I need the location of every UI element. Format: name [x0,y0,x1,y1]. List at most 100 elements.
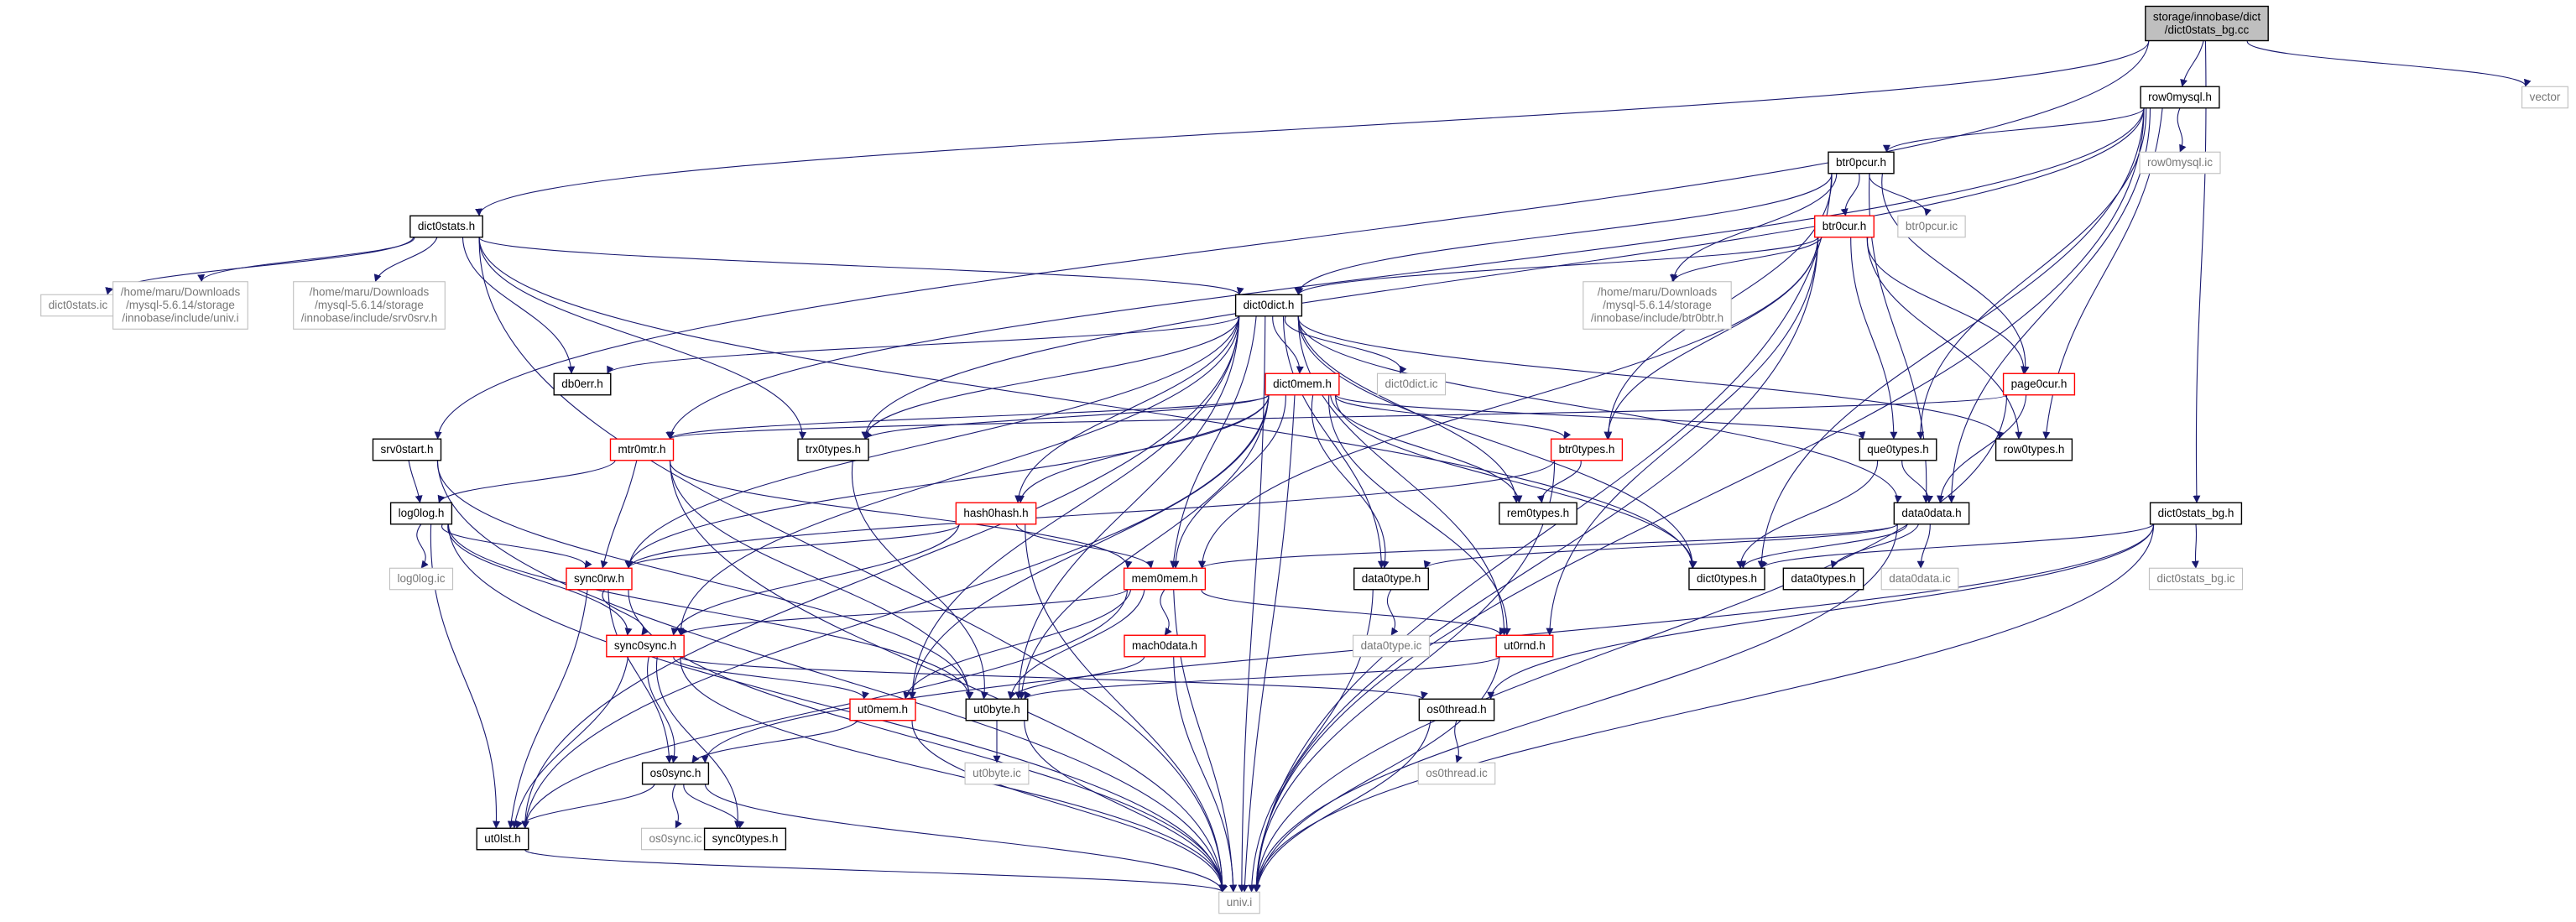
node-label: os0sync.h [650,767,701,779]
node-box [1353,634,1430,658]
node-label: data0data.ic [1889,572,1951,585]
node-ut0mem-h[interactable]: ut0mem.h [849,698,916,721]
node-label: ut0mem.h [858,703,908,716]
node-mem0mem-h[interactable]: mem0mem.h [1123,567,1207,591]
node-data0data-h[interactable]: data0data.h [1893,502,1970,525]
node-dict0stats-bg-h[interactable]: dict0stats_bg.h [2149,502,2243,525]
edge-dict0mem-h-to-trx0types-h [864,394,1270,440]
edge-root-to-srv0start-h [434,40,2150,440]
node-btr0pcur-h[interactable]: btr0pcur.h [1828,151,1895,175]
node-box [955,502,1037,525]
node-ut0lst-h[interactable]: ut0lst.h [476,827,529,851]
node-root[interactable]: storage/innobase/dict/dict0stats_bg.cc [2145,5,2269,42]
node-ut0byte-h[interactable]: ut0byte.h [965,698,1029,721]
edge-dict0dict-h-to-ut0rnd-h [1297,315,1509,636]
edge-btr0cur-h-to-btr0types-h [1603,237,1819,440]
node-label: os0thread.ic [1426,767,1488,779]
edge-root-to-vector [2246,40,2532,87]
node-label: os0thread.h [1426,703,1486,716]
node-row0mysql-h[interactable]: row0mysql.h [2140,86,2220,109]
edge-dict0dict-h-to-hash0hash-h [1014,315,1240,503]
node-univ-path: /home/maru/Downloads/mysql-5.6.14/storag… [112,281,248,330]
edge-log0log-h-to-sync0rw-h [441,524,592,569]
node-box [1550,438,1624,461]
edge-mtr0mtr-h-to-log0log-h [437,460,616,503]
node-row0types-h[interactable]: row0types.h [1995,438,2073,461]
edge-log0log-h-to-ut0byte-h [447,524,973,700]
node-que0types-h[interactable]: que0types.h [1859,438,1937,461]
node-os0thread-h[interactable]: os0thread.h [1418,698,1495,721]
edge-mem0mem-h-to-sync0sync-h [680,589,1129,636]
node-sync0types-h[interactable]: sync0types.h [703,827,787,851]
edge-page0cur-h-to-univ-i [1252,394,2008,893]
node-box [566,567,633,591]
node-box [1495,634,1554,658]
edge-os0thread-h-to-univ-i [1253,720,1431,893]
node-box [2145,5,2269,42]
node-log0log-h[interactable]: log0log.h [389,502,453,525]
node-hash0hash-h[interactable]: hash0hash.h [955,502,1037,525]
edge-btr0types-h-to-univ-i [1252,460,1556,893]
edge-sync0sync-h-to-os0sync-h [647,656,679,763]
node-dict0dict-h[interactable]: dict0dict.h [1234,294,1303,317]
edge-ut0lst-h-to-univ-i [524,849,1228,893]
node-mach0data-h[interactable]: mach0data.h [1124,634,1206,658]
edge-data0data-h-to-data0data-ic [1916,524,1931,569]
node-data0type-h[interactable]: data0type.h [1353,567,1429,591]
node-box [553,372,612,396]
edge-mtr0mtr-h-to-sync0rw-h [600,460,638,569]
node-box [2140,86,2220,109]
node-label: sync0rw.h [574,572,624,585]
node-label: dict0types.h [1697,572,1757,585]
node-srv0start-h[interactable]: srv0start.h [372,438,442,461]
edge-data0data-h-to-dict0types-h [1739,524,1908,569]
node-os0sync-h[interactable]: os0sync.h [641,762,710,785]
edge-dict0dict-h-to-sync0sync-h [676,315,1240,636]
edge-data0data-h-to-data0types-h [1830,524,1920,569]
node-sync0sync-h[interactable]: sync0sync.h [606,634,685,658]
node-box [1499,502,1577,525]
edge-row0mysql-h-to-mtr0mtr-h [666,107,2145,440]
node-box [965,698,1029,721]
node-label: /mysql-5.6.14/storage [126,299,235,311]
node-box [2521,86,2568,109]
node-trx0types-h[interactable]: trx0types.h [797,438,869,461]
node-db0err-h[interactable]: db0err.h [553,372,612,396]
node-btr0types-h[interactable]: btr0types.h [1550,438,1624,461]
node-ut0byte-ic: ut0byte.ic [964,762,1030,785]
node-box [1418,698,1495,721]
edge-log0log-h-to-univ-i [447,524,1227,893]
node-btr0cur-h[interactable]: btr0cur.h [1814,215,1875,238]
edge-row0mysql-h-to-univ-i [1252,107,2145,893]
node-box [797,438,869,461]
node-label: row0types.h [2004,443,2065,456]
edge-row0mysql-h-to-data0data-h [1948,107,2151,503]
node-label: sync0types.h [712,832,779,845]
edge-sync0rw-h-to-ut0lst-h [507,589,588,829]
edge-sync0rw-h-to-os0sync-h [607,589,674,763]
node-box [2149,502,2243,525]
node-box [389,502,453,525]
node-box [1376,372,1447,396]
node-label: data0type.ic [1361,639,1422,652]
node-mtr0mtr-h[interactable]: mtr0mtr.h [609,438,675,461]
edge-btr0pcur-h-to-btr0pcur-ic [1869,173,1932,216]
node-dict0stats-h[interactable]: dict0stats.h [409,215,483,238]
node-sync0rw-h[interactable]: sync0rw.h [566,567,633,591]
edge-btr0cur-h-to-dict0dict-h [1296,237,1819,295]
node-univ-i: univ.i [1218,891,1260,914]
node-rem0types-h[interactable]: rem0types.h [1499,502,1577,525]
edge-dict0dict-h-to-row0types-h [1297,315,2005,440]
node-box [1897,215,1966,238]
node-ut0rnd-h[interactable]: ut0rnd.h [1495,634,1554,658]
node-data0types-h[interactable]: data0types.h [1782,567,1864,591]
node-dict0mem-h[interactable]: dict0mem.h [1265,372,1340,396]
node-box [1859,438,1937,461]
node-dict0types-h[interactable]: dict0types.h [1688,567,1765,591]
node-label: dict0stats_bg.h [2158,507,2234,519]
node-btr0btr-path: /home/maru/Downloads/mysql-5.6.14/storag… [1583,281,1732,330]
node-page0cur-h[interactable]: page0cur.h [2002,372,2076,396]
node-box [1995,438,2073,461]
edge-sync0sync-h-to-os0thread-h [680,656,1428,700]
edge-data0data-h-to-mem0mem-h [1198,524,1898,569]
